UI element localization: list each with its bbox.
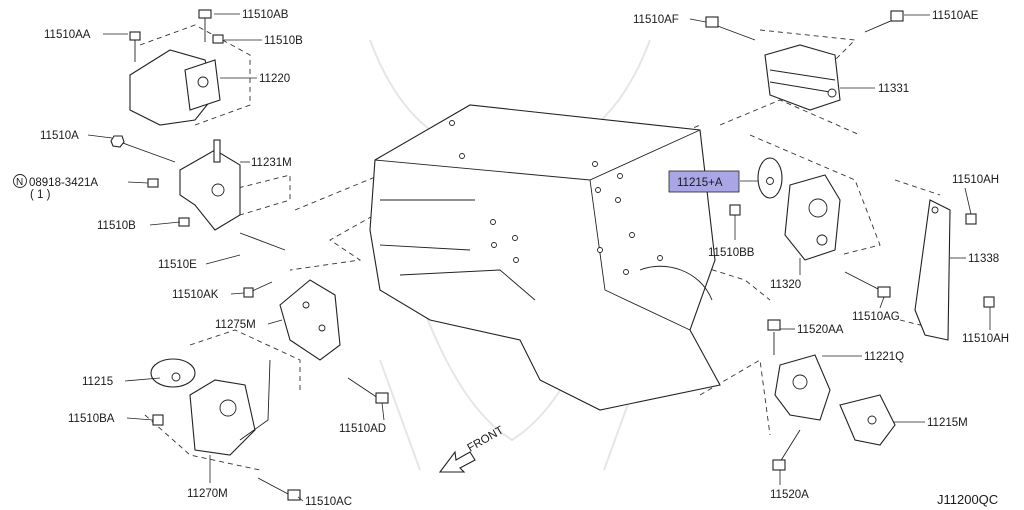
callout-11331[interactable]: 11331 xyxy=(878,83,909,95)
bracket-11215M xyxy=(839,394,896,446)
callout-11221Q[interactable]: 11221Q xyxy=(864,351,904,363)
callout-11510B-low[interactable]: 11510B xyxy=(97,220,136,232)
callout-11231M[interactable]: 11231M xyxy=(251,157,292,169)
highlight-box xyxy=(668,170,740,193)
callout-11510AH-top[interactable]: 11510AH xyxy=(952,174,999,186)
callout-11510AK[interactable]: 11510AK xyxy=(172,289,219,301)
front-arrow xyxy=(438,450,476,473)
callout-11520A[interactable]: 11520A xyxy=(770,489,809,501)
n-symbol-icon xyxy=(13,174,27,188)
bracket-11331 xyxy=(764,44,841,111)
callout-11510A[interactable]: 11510A xyxy=(40,130,79,142)
callout-11510AC[interactable]: 11510AC xyxy=(305,496,352,508)
diagram-reference-code: J11200QC xyxy=(937,492,998,507)
callout-labels: 11510AB 11510AA 11510B 11220 11510A 1123… xyxy=(13,9,1009,508)
callout-11510AD[interactable]: 11510AD xyxy=(339,423,386,435)
callout-11215A-label: 11215+A xyxy=(677,177,723,189)
callout-11215A-highlighted[interactable]: 11215+A xyxy=(668,170,740,193)
leader-lines xyxy=(87,13,991,502)
callout-08918-3421A[interactable]: N 08918-3421A ( 1 ) xyxy=(13,174,99,202)
callout-11510B-top[interactable]: 11510B xyxy=(264,35,303,47)
engine-block xyxy=(369,104,721,411)
front-label: FRONT xyxy=(466,424,506,454)
bracket-11275M xyxy=(279,279,341,361)
callout-11510AA[interactable]: 11510AA xyxy=(44,29,91,41)
callout-11510AF[interactable]: 11510AF xyxy=(633,14,679,26)
callout-11520AA[interactable]: 11520AA xyxy=(797,324,844,336)
bracket-11231M xyxy=(179,139,241,231)
n-symbol-letter: N xyxy=(16,177,23,188)
callout-11510BA[interactable]: 11510BA xyxy=(68,413,115,425)
callout-11215[interactable]: 11215 xyxy=(82,376,113,388)
mount-11221Q xyxy=(774,354,831,421)
callout-11510AE[interactable]: 11510AE xyxy=(932,10,979,22)
callout-11275M[interactable]: 11275M xyxy=(215,319,256,331)
callout-11338[interactable]: 11338 xyxy=(968,253,999,265)
callout-11220[interactable]: 11220 xyxy=(259,73,290,85)
callout-11270M[interactable]: 11270M xyxy=(187,488,228,500)
callout-11215M[interactable]: 11215M xyxy=(927,417,968,429)
callout-11510AG[interactable]: 11510AG xyxy=(852,311,900,323)
callout-11510AH-low[interactable]: 11510AH xyxy=(962,333,1009,345)
callout-11510BB[interactable]: 11510BB xyxy=(708,247,755,259)
mount-11320 xyxy=(757,157,841,261)
callout-11510E[interactable]: 11510E xyxy=(158,259,197,271)
bolts xyxy=(110,9,995,501)
mount-11220 xyxy=(129,49,221,126)
shield-11338 xyxy=(914,199,951,341)
callout-08918-3421A-qty: ( 1 ) xyxy=(30,189,51,201)
callout-11510AB[interactable]: 11510AB xyxy=(242,9,289,21)
callout-08918-3421A-number: 08918-3421A xyxy=(29,177,98,189)
callout-11320[interactable]: 11320 xyxy=(770,279,801,291)
mount-11270M xyxy=(150,358,271,456)
